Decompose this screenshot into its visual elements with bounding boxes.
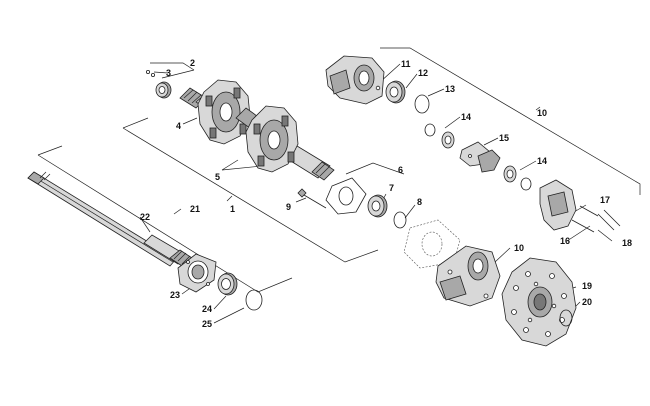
callout-12: 12 [418, 68, 428, 78]
callout-4: 4 [176, 121, 181, 131]
callout-7: 7 [389, 183, 394, 193]
part-9-bolt [297, 188, 327, 209]
part-2-seal [155, 81, 172, 99]
part-23-bearing-housing [177, 253, 217, 293]
right-bracket-housing [539, 179, 577, 231]
part-16-bolt [571, 219, 595, 233]
part-3-oring [145, 70, 155, 78]
callout-16: 16 [560, 236, 570, 246]
part-25-circlip [245, 289, 263, 311]
callout-17: 17 [600, 195, 610, 205]
callout-23: 23 [170, 290, 180, 300]
callout-22: 22 [140, 212, 150, 222]
callout-25: 25 [202, 319, 212, 329]
callout-10-lower: 10 [514, 243, 524, 253]
part-11-bearing [375, 85, 381, 91]
part-22-shaft [27, 171, 193, 267]
callout-13: 13 [445, 84, 455, 94]
callout-14-lower: 14 [537, 156, 547, 166]
callout-15: 15 [499, 133, 509, 143]
part-8-circlip [393, 211, 407, 229]
part-14-spacer-upper [424, 123, 455, 149]
part-13-circlip [414, 94, 430, 114]
callout-14-upper: 14 [461, 112, 471, 122]
callout-11: 11 [401, 59, 411, 69]
part-20-circlip [559, 309, 573, 327]
part-15-tensioner-plate [459, 141, 501, 173]
part-10-lower-housing [435, 245, 501, 307]
callout-9: 9 [286, 202, 291, 212]
part-6-gasket [325, 177, 367, 215]
callout-labels: 1 2 3 4 5 6 7 8 9 10 10 11 12 13 14 14 1… [140, 58, 632, 329]
part-10-upper-housing [325, 55, 385, 105]
callout-1: 1 [230, 204, 235, 214]
part-17-bolt [579, 205, 599, 217]
part-18-bolts [597, 209, 621, 231]
part-7-seal [367, 194, 388, 218]
part-12-bearing [385, 80, 406, 104]
callout-10-upper: 10 [537, 108, 547, 118]
part-14-spacer-lower [503, 165, 532, 191]
part-1-drive-axle [179, 79, 335, 181]
callout-20: 20 [582, 297, 592, 307]
callout-24: 24 [202, 304, 212, 314]
callout-5: 5 [215, 172, 220, 182]
callout-6: 6 [398, 165, 403, 175]
callout-8: 8 [417, 197, 422, 207]
bracket-lines [37, 47, 641, 324]
callout-19: 19 [582, 281, 592, 291]
callout-21: 21 [190, 204, 200, 214]
part-19-sprocket-wheel [501, 257, 577, 347]
part-24-bearing [217, 272, 238, 296]
callout-3: 3 [166, 68, 171, 78]
callout-2: 2 [190, 58, 195, 68]
callout-18: 18 [622, 238, 632, 248]
